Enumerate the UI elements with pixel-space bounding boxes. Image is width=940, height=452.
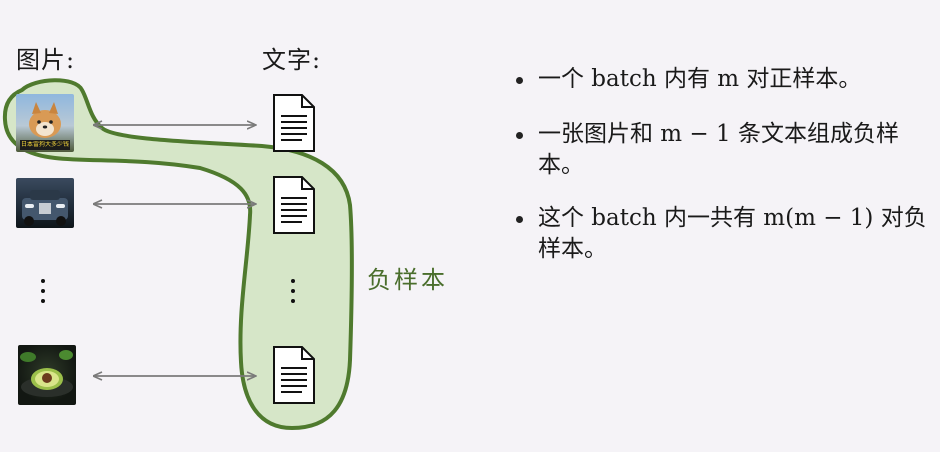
more-images-ellipsis [38,279,48,309]
avocado-dish-photo [18,345,76,405]
text-document-icon [272,94,316,152]
bullet-item: 这个 batch 内一共有 m(m − 1) 对负样本。 [512,203,932,265]
bullet-list: 一个 batch 内有 m 对正样本。 一张图片和 m − 1 条文本组成负样本… [512,64,932,291]
luxury-car-photo [16,178,74,228]
image-caption: 日本雷狗大多少钱 [20,141,69,148]
images-header: 图片: [16,46,76,74]
more-texts-ellipsis [288,279,298,309]
texts-header: 文字: [262,46,322,74]
negative-samples-label: 负样本 [367,266,448,294]
negative-sample-region [2,78,354,430]
text-document-icon [272,346,316,404]
bullet-item: 一张图片和 m − 1 条文本组成负样本。 [512,119,932,181]
shiba-dog-photo: 日本雷狗大多少钱 [16,94,74,152]
text-document-icon [272,176,316,234]
bullet-item: 一个 batch 内有 m 对正样本。 [512,64,932,95]
